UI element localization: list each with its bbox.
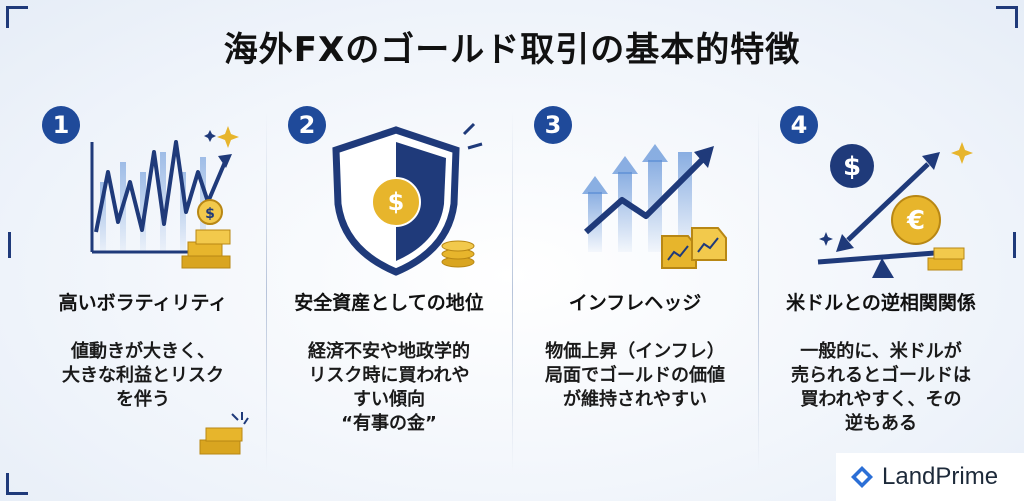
feature-number-2: 2 — [288, 106, 326, 144]
feature-title-4: 米ドルとの逆相関関係 — [786, 292, 976, 314]
feature-title-1: 高いボラティリティ — [58, 292, 228, 314]
desc-line: 一般的に、米ドルが — [800, 341, 962, 362]
desc-line: 売られるとゴールドは — [791, 365, 971, 386]
feature-number-1: 1 — [42, 106, 80, 144]
feature-desc-4: 一般的に、米ドルが 売られるとゴールドは 買われやすく、その 逆もある — [768, 340, 994, 436]
desc-line: リスク時に買われや — [308, 365, 470, 386]
feature-desc-2: 経済不安や地政学的 リスク時に買われや すい傾向 “有事の金” — [276, 340, 502, 436]
column-divider — [512, 112, 513, 472]
column-divider — [266, 112, 267, 472]
side-mark-left — [8, 232, 11, 258]
volatility-chart-icon: $ — [60, 112, 240, 282]
inflation-arrows-icon — [552, 112, 732, 282]
landprime-logo-icon — [851, 466, 873, 488]
feature-number-4: 4 — [780, 106, 818, 144]
dollar-euro-seesaw-icon: $ € — [798, 112, 978, 282]
desc-line: “有事の金” — [341, 413, 437, 434]
feature-desc-1: 値動きが大きく、 大きな利益とリスク を伴う — [30, 340, 256, 412]
feature-title-2: 安全資産としての地位 — [294, 292, 484, 314]
column-divider — [758, 112, 759, 472]
shield-coin-icon: $ — [306, 112, 486, 282]
feature-number-3: 3 — [534, 106, 572, 144]
desc-line: 物価上昇（インフレ） — [545, 341, 725, 362]
frame-corner-bottom-left — [6, 473, 28, 495]
feature-title-3: インフレヘッジ — [568, 292, 702, 314]
brand-logo[interactable]: LandPrime — [836, 453, 1024, 501]
desc-line: 局面でゴールドの価値 — [545, 365, 725, 386]
page-title: 海外FXのゴールド取引の基本的特徴 — [223, 30, 801, 70]
feature-card-3: 3 インフレヘッジ 物価上昇（インフレ） 局面でゴールドの価値 が維持されやすい — [512, 92, 758, 472]
feature-card-1: $ 1 高いボラティリティ 値動きが大きく、 大きな利益とリスク を伴う — [20, 92, 266, 472]
desc-line: 逆もある — [845, 413, 917, 434]
desc-line: 大きな利益とリスク — [62, 365, 224, 386]
frame-corner-top-left — [6, 6, 28, 28]
desc-line: すい傾向 — [353, 389, 425, 410]
feature-desc-3: 物価上昇（インフレ） 局面でゴールドの価値 が維持されやすい — [522, 340, 748, 412]
svg-text:$: $ — [388, 188, 405, 216]
desc-line: 値動きが大きく、 — [71, 341, 215, 362]
feature-columns: $ 1 高いボラティリティ 値動きが大きく、 大きな利益とリスク を伴う $ — [20, 92, 1004, 472]
feature-card-2: $ 2 安全資産としての地位 経済不安や地政学的 リスク時に買われや すい傾向 … — [266, 92, 512, 472]
logo-text: LandPrime — [882, 463, 999, 490]
desc-line: を伴う — [116, 389, 170, 410]
gold-bars-icon — [199, 412, 249, 455]
side-mark-right — [1013, 232, 1016, 258]
desc-line: 買われやすく、その — [800, 389, 962, 410]
svg-text:€: € — [906, 206, 925, 236]
desc-line: 経済不安や地政学的 — [308, 341, 470, 362]
frame-corner-top-right — [996, 6, 1018, 28]
feature-card-4: $ € 4 米ドルとの逆相関関係 一般的に、米ドルが 売られるとゴールドは 買わ… — [758, 92, 1004, 472]
svg-text:$: $ — [205, 206, 215, 222]
desc-line: が維持されやすい — [563, 389, 707, 410]
svg-text:$: $ — [843, 152, 861, 182]
